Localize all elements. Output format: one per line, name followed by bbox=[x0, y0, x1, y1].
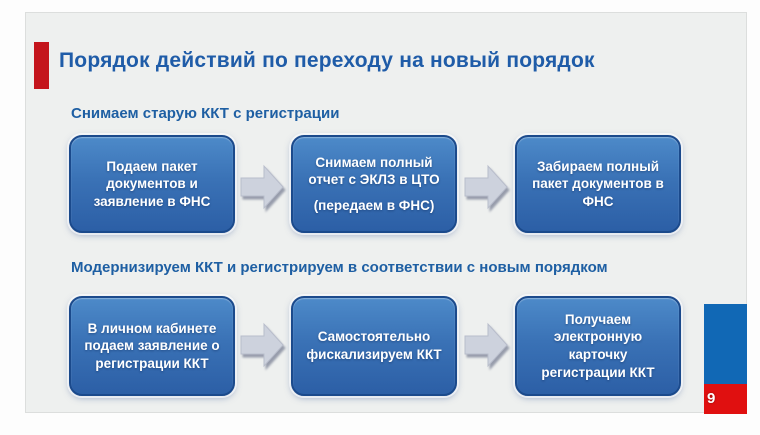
step-box-fiscalize: Самостоятельно фискализируем ККТ bbox=[291, 296, 457, 396]
step-box-collect-documents: Забираем полный пакет документов в ФНС bbox=[515, 135, 681, 233]
step-text: В личном кабинете подаем заявление о рег… bbox=[84, 320, 220, 371]
step-text: Самостоятельно фискализируем ККТ bbox=[306, 329, 442, 362]
step-box-eklz-report: Снимаем полный отчет с ЭКЛЗ в ЦТО (перед… bbox=[291, 135, 457, 233]
step-text: Забираем полный пакет документов в ФНС bbox=[532, 158, 664, 209]
arrow-right-icon bbox=[239, 319, 285, 371]
page-flag: 9 bbox=[704, 304, 747, 414]
arrow-right-icon bbox=[239, 161, 285, 213]
section-heading-modernize: Модернизируем ККТ и регистрируем в соотв… bbox=[71, 259, 608, 276]
step-box-personal-account-application: В личном кабинете подаем заявление о рег… bbox=[69, 296, 235, 396]
step-box-registration-card: Получаем электронную карточку регистраци… bbox=[515, 296, 681, 396]
page-number: 9 bbox=[707, 390, 716, 407]
flag-red-stripe bbox=[704, 384, 747, 414]
step-text: Получаем электронную карточку регистраци… bbox=[541, 311, 655, 380]
flag-blue-stripe bbox=[704, 304, 747, 384]
section-heading-deregister: Снимаем старую ККТ с регистрации bbox=[71, 105, 340, 122]
slide-title: Порядок действий по переходу на новый по… bbox=[59, 49, 595, 72]
presentation-slide: Порядок действий по переходу на новый по… bbox=[25, 12, 747, 414]
step-box-submit-documents: Подаем пакет документов и заявление в ФН… bbox=[69, 135, 235, 233]
arrow-right-icon bbox=[463, 161, 509, 213]
title-accent-bar bbox=[34, 42, 49, 89]
step-text: Снимаем полный отчет с ЭКЛЗ в ЦТО bbox=[308, 154, 440, 188]
step-text: Подаем пакет документов и заявление в ФН… bbox=[93, 158, 211, 209]
step-subtext: (передаем в ФНС) bbox=[313, 197, 435, 213]
arrow-right-icon bbox=[463, 319, 509, 371]
